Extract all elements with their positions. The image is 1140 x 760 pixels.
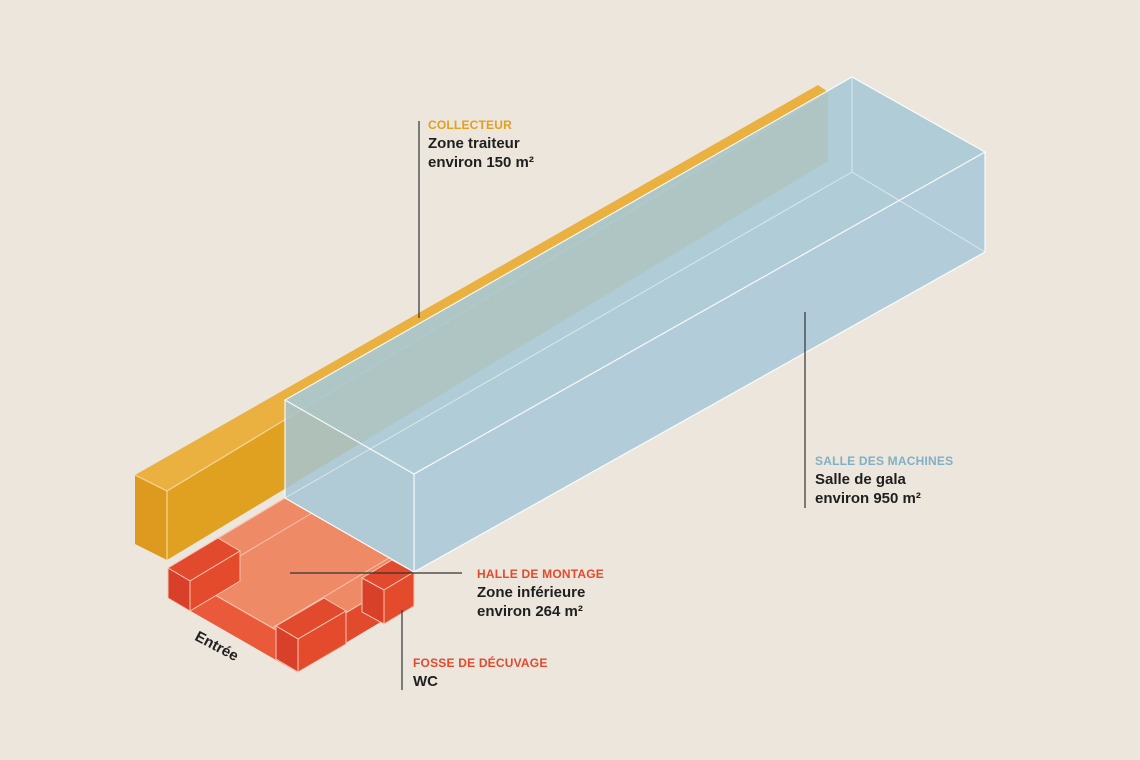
salle-top-face [285,77,985,474]
salle-volume [283,76,987,573]
salle-category: SALLE DES MACHINES [815,454,954,468]
collecteur-area: environ 150 m² [428,154,534,172]
fosse-block [189,550,241,612]
collecteur-label: COLLECTEUR Zone traiteur environ 150 m² [428,118,534,173]
halle-label: HALLE DE MONTAGE Zone inférieure environ… [477,567,604,622]
fosse-blocks [167,537,416,673]
salle-front-face [285,400,414,572]
fosse-block [383,571,415,625]
collecteur-category: COLLECTEUR [428,118,512,132]
salle-name: Salle de gala [815,470,906,488]
halle-area: environ 264 m² [477,603,583,621]
salle-hidden-edges [284,77,986,499]
salle-label: SALLE DES MACHINES Salle de gala environ… [815,454,953,509]
halle-grid-line [271,557,390,629]
collecteur-front-face [135,475,167,560]
halle-category: HALLE DE MONTAGE [477,567,604,581]
salle-area: environ 950 m² [815,490,921,508]
salle-edges [283,76,987,573]
fosse-name: WC [413,672,438,690]
salle-side-face [414,152,985,572]
fosse-label: FOSSE DE DÉCUVAGE WC [413,656,548,691]
halle-top-face [168,498,414,642]
fosse-block [297,610,347,673]
halle-name: Zone inférieure [477,583,586,601]
collecteur-name: Zone traiteur [428,134,520,152]
fosse-category: FOSSE DE DÉCUVAGE [413,656,548,670]
